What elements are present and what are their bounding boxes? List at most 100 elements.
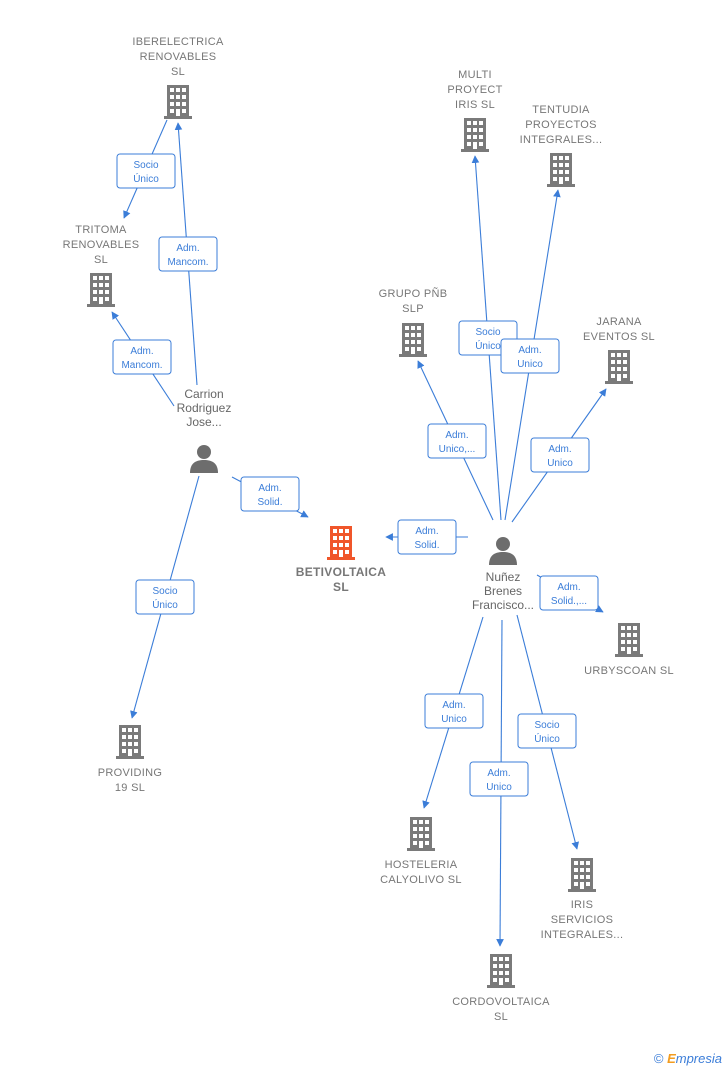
edge-label-text: Socio [152,586,177,597]
edge-label-box [135,579,195,615]
edge-label-text: Unico [441,714,467,725]
edge-label-text: Unico [547,458,573,469]
node-label-hosteleria: CALYOLIVO SL [380,874,462,886]
main-company-building-icon [327,526,355,560]
company-building-icon [164,85,192,119]
node-label-iris: IRIS [571,899,594,911]
node-label-nunez: Francisco... [472,598,534,612]
node-label-cordovoltaica: SL [494,1011,508,1023]
node-label-iberelectrica: SL [171,66,185,78]
company-building-icon [568,858,596,892]
edge-label-nunez-hosteleria[interactable]: Adm.Unico [424,693,484,729]
company-building-icon [87,273,115,307]
edge-label-text: Socio [534,720,559,731]
edge-label-box [424,693,484,729]
company-building-icon [116,725,144,759]
edge-label-text: Único [133,172,159,185]
node-carrion[interactable]: CarrionRodriguezJose... [177,387,232,473]
edge-label-text: Adm. [487,768,510,779]
edge-label-carrion-tritoma[interactable]: Adm.Mancom. [112,339,172,375]
edge-label-box [517,713,577,749]
node-label-iberelectrica: IBERELECTRICA [132,36,224,48]
node-jarana[interactable]: JARANA EVENTOS SL [583,316,655,384]
edge-label-text: Único [534,732,560,745]
node-label-multi: PROYECT [447,84,502,96]
node-label-tentudia: TENTUDIA [532,104,590,116]
edge-label-text: Único [475,339,501,352]
node-label-jarana: EVENTOS SL [583,331,655,343]
node-label-tritoma: TRITOMA [75,224,127,236]
edge-label-box [240,476,300,512]
edge-label-nunez-grupo[interactable]: Adm.Unico,... [427,423,487,459]
edge-label-nunez-cordovoltaica[interactable]: Adm.Unico [469,761,529,797]
edge-label-box [530,437,590,473]
edge-label-box [500,338,560,374]
node-label-carrion: Rodriguez [177,401,232,415]
edge-label-nunez-urbyscoan[interactable]: Adm.Solid.,... [539,575,599,611]
edge-label-text: Adm. [258,483,281,494]
brand-initial: E [667,1051,676,1066]
edge-label-carrion-betivoltaica[interactable]: Adm. Solid. [240,476,300,512]
node-iris[interactable]: IRISSERVICIOSINTEGRALES... [541,858,624,941]
edge-label-text: Solid. [257,497,282,508]
node-label-tritoma: RENOVABLES [63,239,140,251]
node-label-providing: 19 SL [115,782,145,794]
edge-label-text: Adm. [176,243,199,254]
edge-label-box [397,519,457,555]
node-nunez[interactable]: NuñezBrenesFrancisco... [472,537,534,612]
node-tritoma[interactable]: TRITOMA RENOVABLES SL [63,224,140,307]
edge-label-nunez-jarana[interactable]: Adm.Unico [530,437,590,473]
node-label-betivoltaica: BETIVOLTAICA [296,565,387,579]
node-cordovoltaica[interactable]: CORDOVOLTAICA SL [452,954,550,1023]
company-building-icon [399,323,427,357]
node-label-providing: PROVIDING [98,767,162,779]
node-label-hosteleria: HOSTELERIA [385,859,458,871]
edge-label-text: Único [152,598,178,611]
node-tentudia[interactable]: TENTUDIAPROYECTOSINTEGRALES... [520,104,603,187]
brand-name: mpresia [675,1051,722,1066]
node-label-carrion: Jose... [186,415,221,429]
edge-label-text: Adm. [518,345,541,356]
company-building-icon [487,954,515,988]
edge-label-nunez-tentudia[interactable]: Adm.Unico [500,338,560,374]
edge-label-box [116,153,176,189]
node-label-multi: IRIS SL [455,99,495,111]
edge-label-text: Mancom. [121,360,162,371]
node-label-grupo: SLP [402,303,424,315]
footer-brand: © Empresia [654,1051,722,1066]
person-icon [489,537,517,565]
node-multi[interactable]: MULTI PROYECT IRIS SL [447,69,502,152]
node-label-iris: INTEGRALES... [541,929,624,941]
edge-label-box [112,339,172,375]
edge-labels-layer: Adm.Mancom.SocioÚnicoAdm.Mancom.Adm.Soli… [112,153,599,797]
edge-label-carrion-iberelectrica[interactable]: Adm.Mancom. [158,236,218,272]
copyright-symbol: © [653,1051,664,1066]
node-label-tritoma: SL [94,254,108,266]
edge-label-box [469,761,529,797]
edge-label-nunez-betivoltaica[interactable]: Adm.Solid. [397,519,457,555]
node-label-tentudia: INTEGRALES... [520,134,603,146]
company-building-icon [461,118,489,152]
nodes-layer: BETIVOLTAICASLIBERELECTRICARENOVABLESSLT… [63,36,674,1023]
node-hosteleria[interactable]: HOSTELERIA CALYOLIVO SL [380,817,462,886]
edge-label-box [539,575,599,611]
person-icon [190,445,218,473]
node-providing[interactable]: PROVIDING 19 SL [98,725,162,794]
node-label-multi: MULTI [458,69,492,81]
node-label-cordovoltaica: CORDOVOLTAICA [452,996,550,1008]
edge-label-box [158,236,218,272]
node-urbyscoan[interactable]: URBYSCOAN SL [584,623,674,677]
node-label-betivoltaica: SL [333,580,349,594]
edge-label-text: Socio [133,160,158,171]
node-label-urbyscoan: URBYSCOAN SL [584,665,674,677]
edge-label-text: Solid.,... [551,596,587,607]
node-label-jarana: JARANA [596,316,642,328]
node-label-nunez: Brenes [484,584,522,598]
